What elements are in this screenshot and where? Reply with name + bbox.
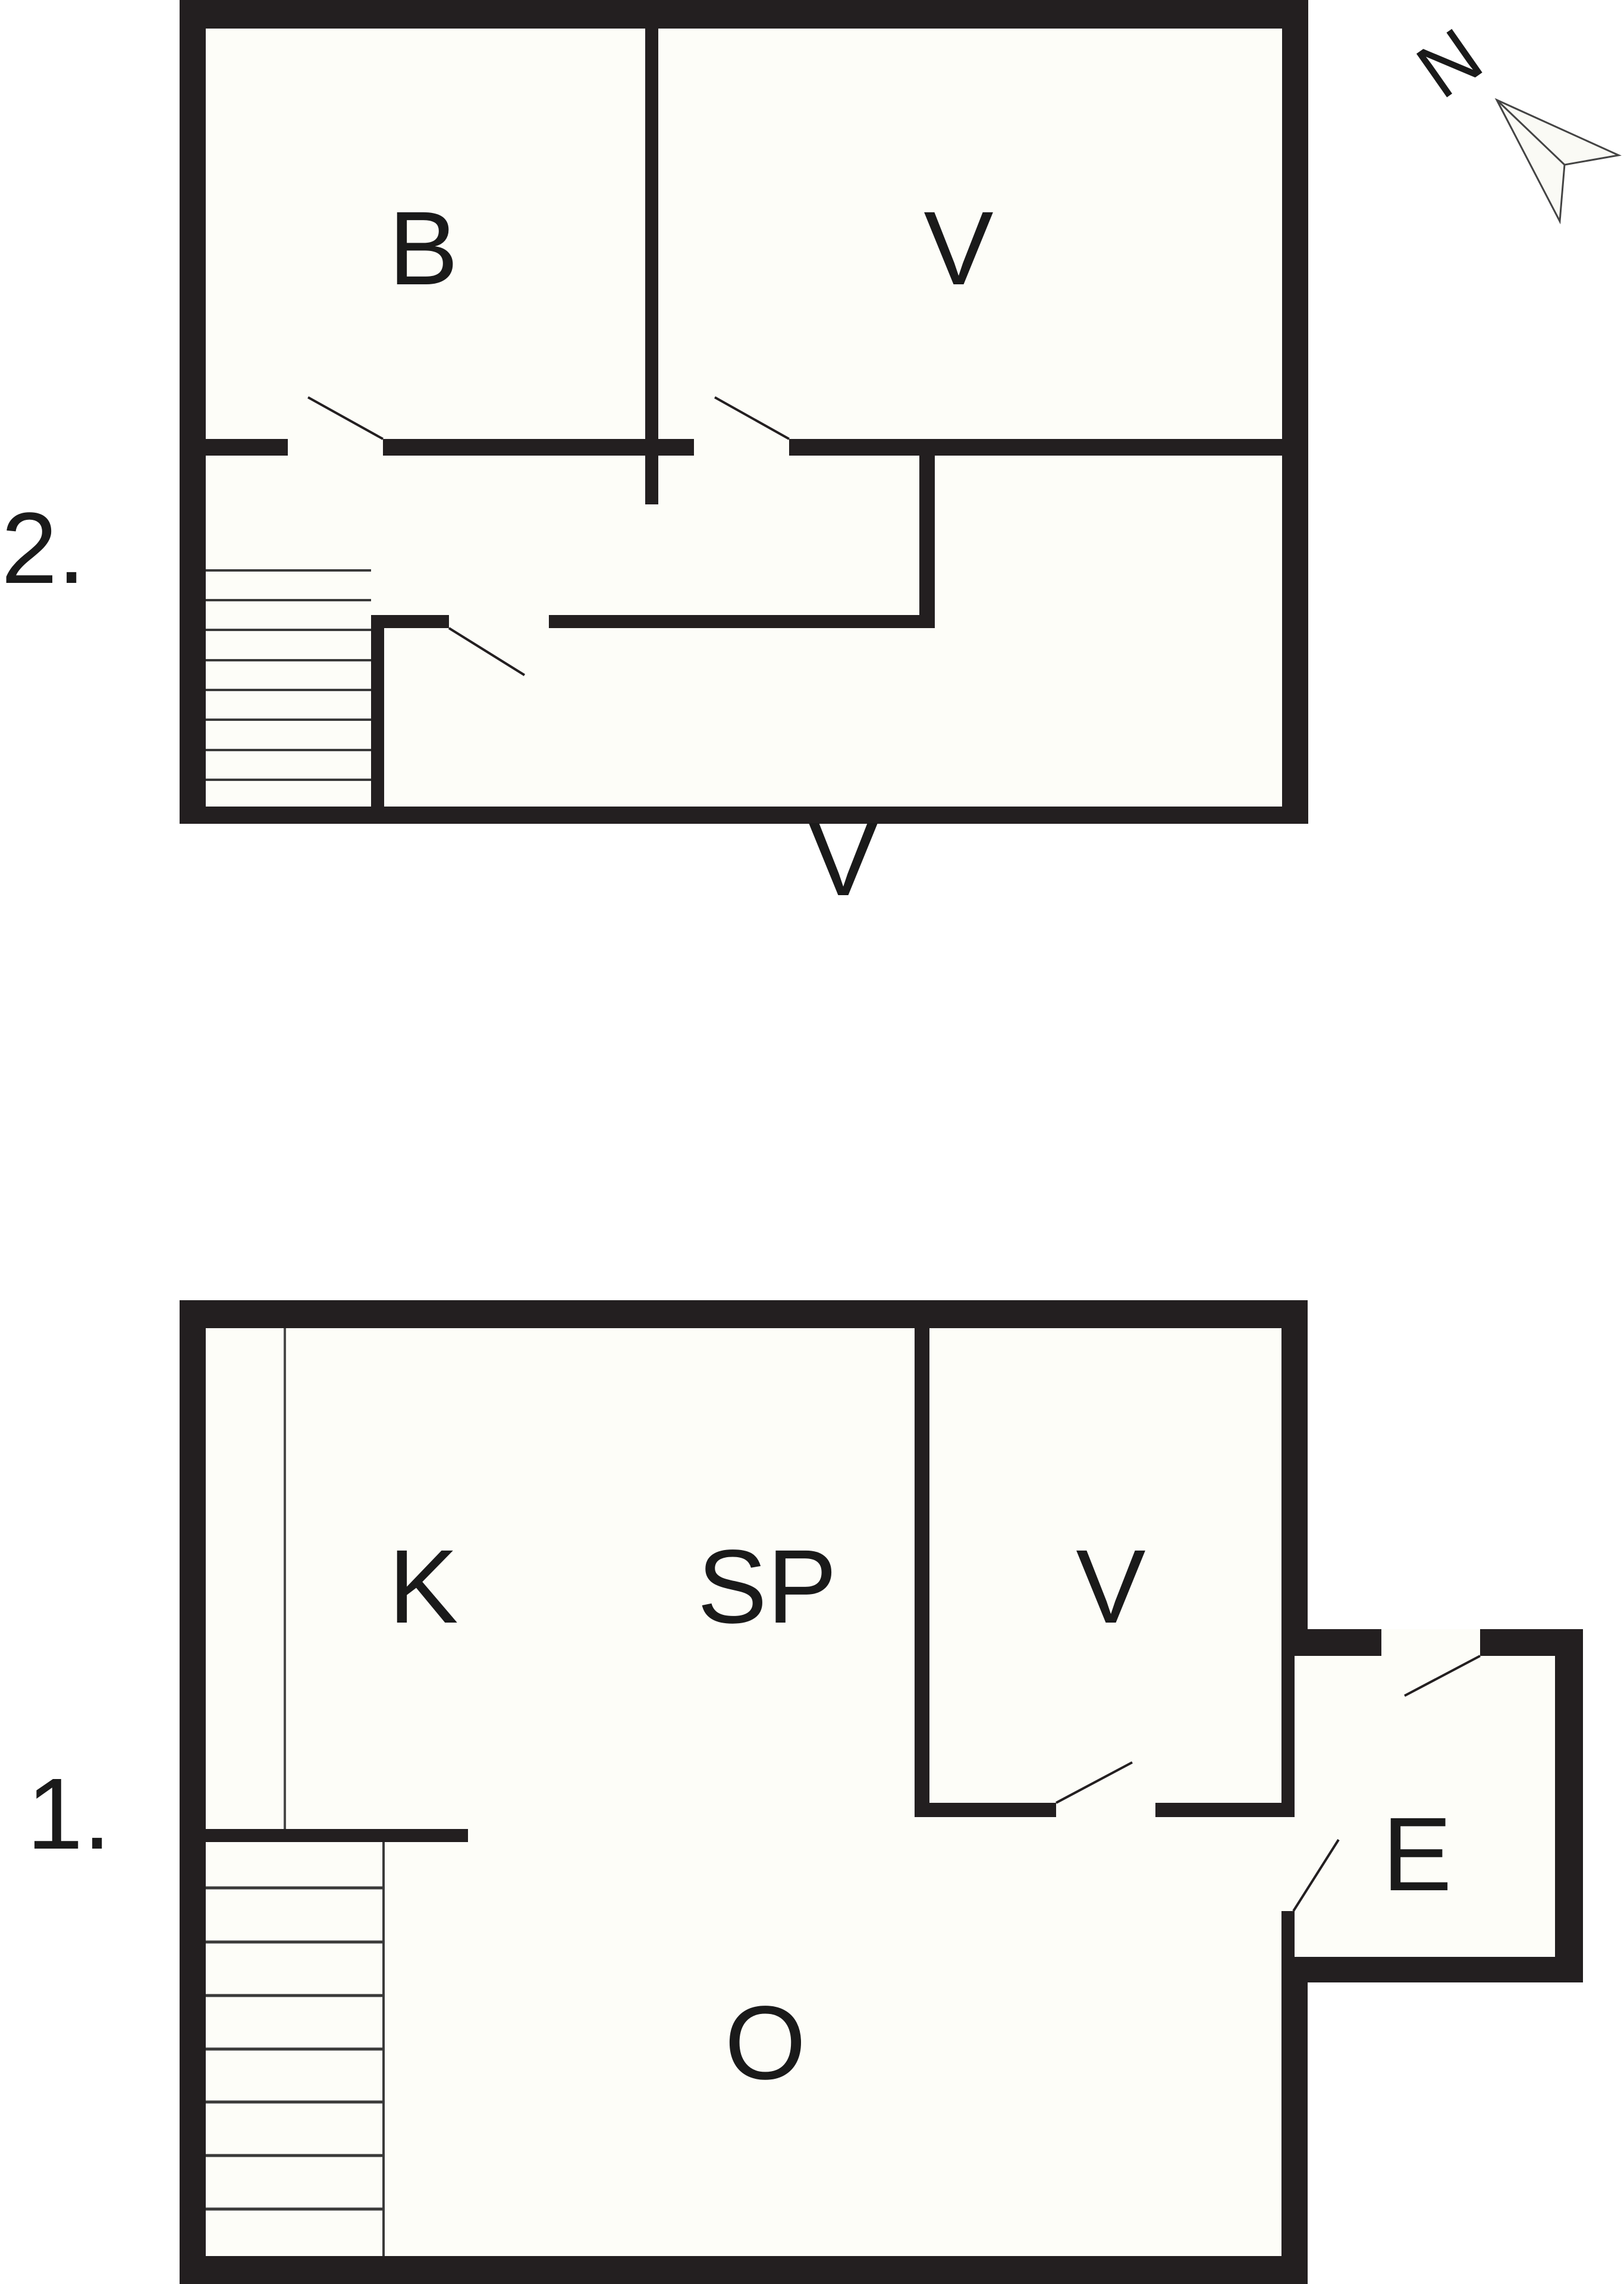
- wall: [919, 456, 935, 628]
- wall: [1281, 1656, 1295, 1817]
- room-label-v: V: [808, 801, 878, 918]
- floor-2-plan: B V V 2.: [1, 0, 1308, 918]
- door-swing: [1292, 1839, 1340, 1912]
- north-arrow-icon: [1494, 98, 1622, 225]
- room-label-v: V: [1076, 1529, 1145, 1645]
- stairs-floor-2: [206, 569, 371, 781]
- door-v: [1056, 1803, 1155, 1817]
- front-door: [1381, 1629, 1480, 1656]
- door-swing: [448, 627, 526, 676]
- wall: [1281, 1911, 1295, 1957]
- room-label-b: B: [388, 190, 458, 307]
- wall: [206, 1829, 468, 1842]
- floor-label-2: 2.: [1, 492, 86, 605]
- floor-2-interior: [206, 29, 1282, 807]
- room-label-e: E: [1382, 1796, 1452, 1913]
- stairs-floor-1: [206, 1886, 384, 2211]
- north-label: N: [1402, 11, 1497, 114]
- door-v-upper: [694, 439, 789, 456]
- wall: [915, 1328, 929, 1817]
- room-label-k: K: [388, 1529, 458, 1645]
- door-b: [288, 439, 383, 456]
- door-swing: [714, 396, 790, 440]
- door-v-lower: [449, 615, 549, 628]
- entry-interior: [1295, 1656, 1555, 1957]
- wall: [645, 29, 658, 504]
- door-swing: [307, 396, 384, 440]
- wall: [371, 615, 384, 808]
- compass: N: [1402, 11, 1622, 225]
- floor-label-1: 1.: [27, 1758, 111, 1871]
- room-label-v: V: [923, 190, 993, 307]
- floor-1-interior: [206, 1328, 1281, 2256]
- room-label-sp: SP: [698, 1529, 837, 1645]
- door-swing: [1404, 1655, 1481, 1697]
- floor-1-plan: K SP V E O 1.: [27, 1300, 1583, 2284]
- room-label-o: O: [725, 1985, 806, 2101]
- door-swing: [1056, 1761, 1133, 1804]
